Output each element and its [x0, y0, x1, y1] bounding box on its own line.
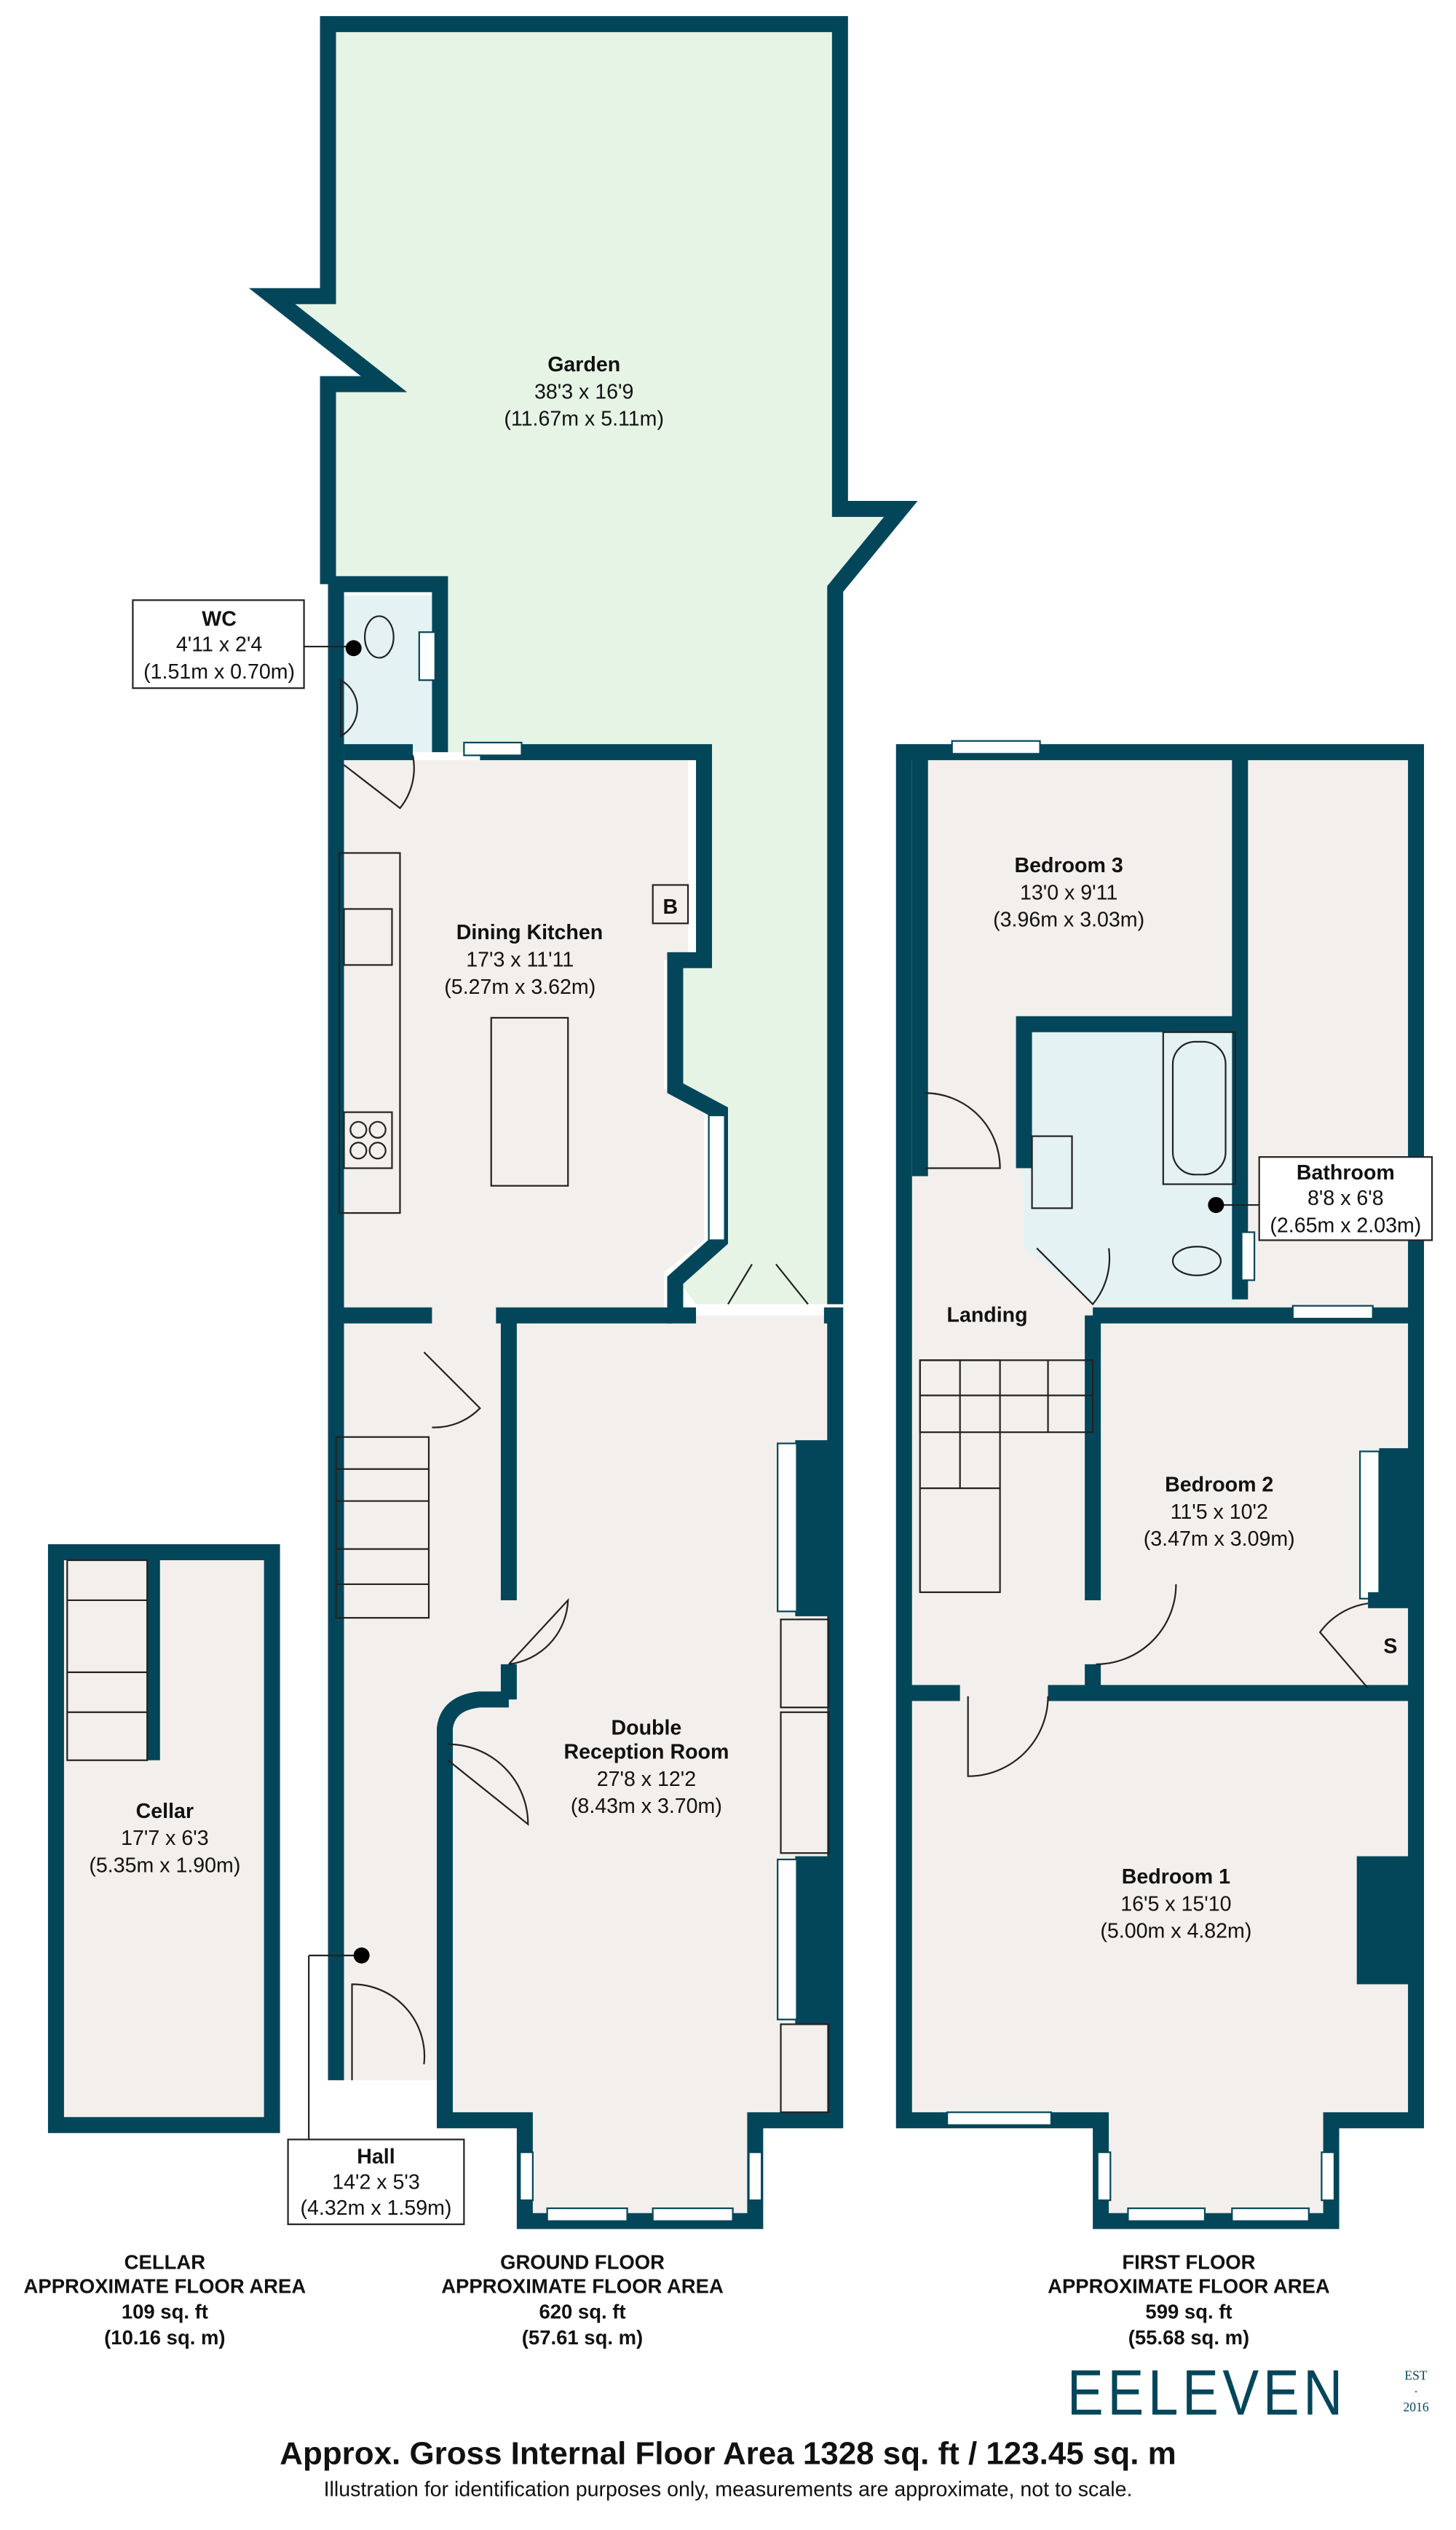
label-bedroom3: Bedroom 3 13'0 x 9'11 (3.96m x 3.03m) — [993, 854, 1144, 932]
room-name: WC — [202, 607, 237, 630]
room-dimensions-imperial: 17'3 x 11'11 — [466, 949, 574, 972]
cellar — [47, 1544, 280, 2133]
svg-text:·: · — [1414, 2384, 1418, 2398]
room-name: Reception Room — [563, 1741, 729, 1764]
room-dimensions-imperial: 38'3 x 16'9 — [534, 380, 633, 403]
room-dimensions-imperial: 11'5 x 10'2 — [1171, 1501, 1268, 1524]
svg-text:APPROXIMATE FLOOR AREA: APPROXIMATE FLOOR AREA — [441, 2275, 724, 2298]
label-bathroom: Bathroom 8'8 x 6'8 (2.65m x 2.03m) — [1258, 1156, 1433, 1241]
room-dimensions-metric: (4.32m x 1.59m) — [301, 2197, 452, 2220]
svg-text:GROUND FLOOR: GROUND FLOOR — [500, 2251, 665, 2274]
room-name: Bathroom — [1297, 1161, 1395, 1185]
first-floor — [895, 740, 1425, 2229]
label-landing: Landing — [947, 1304, 1028, 1327]
room-name: Garden — [547, 353, 620, 376]
svg-text:EST: EST — [1404, 2368, 1428, 2382]
svg-text:2016: 2016 — [1403, 2400, 1428, 2414]
room-name: Hall — [357, 2146, 395, 2169]
svg-text:EELEVEN: EELEVEN — [1067, 2357, 1347, 2429]
room-dimensions-imperial: 4'11 x 2'4 — [176, 633, 262, 657]
room-dimensions-metric: (3.47m x 3.09m) — [1144, 1527, 1295, 1551]
label-garden: Garden 38'3 x 16'9 (11.67m x 5.11m) — [504, 353, 664, 431]
label-bedroom1: Bedroom 1 16'5 x 15'10 (5.00m x 4.82m) — [1100, 1865, 1251, 1943]
storage-label: S — [1383, 1634, 1397, 1658]
room-dimensions-imperial: 16'5 x 15'10 — [1120, 1892, 1231, 1916]
disclaimer: Illustration for identification purposes… — [324, 2478, 1133, 2502]
label-bedroom2: Bedroom 2 11'5 x 10'2 (3.47m x 3.09m) S — [1144, 1473, 1398, 1658]
room-dimensions-metric: (2.65m x 2.03m) — [1270, 1214, 1421, 1237]
room-dimensions-imperial: 17'7 x 6'3 — [121, 1827, 208, 1850]
eeleven-logo: EELEVEN EST · 2016 — [1067, 2357, 1429, 2429]
room-dimensions-imperial: 27'8 x 12'2 — [597, 1768, 696, 1791]
room-name: Dining Kitchen — [456, 921, 604, 944]
floor-area-cellar: CELLAR APPROXIMATE FLOOR AREA 109 sq. ft… — [24, 2251, 306, 2349]
ground-stairs — [335, 1436, 430, 1619]
room-dimensions-imperial: 14'2 x 5'3 — [332, 2171, 419, 2194]
room-dimensions-imperial: 8'8 x 6'8 — [1307, 1187, 1384, 1210]
room-name: Bedroom 1 — [1122, 1865, 1230, 1889]
label-wc: WC 4'11 x 2'4 (1.51m x 0.70m) — [132, 599, 305, 689]
svg-text:(57.61 sq. m): (57.61 sq. m) — [522, 2326, 643, 2349]
gross-area-title: Approx. Gross Internal Floor Area 1328 s… — [280, 2436, 1176, 2472]
label-hall: Hall 14'2 x 5'3 (4.32m x 1.59m) — [287, 2138, 465, 2226]
svg-text:(10.16 sq. m): (10.16 sq. m) — [104, 2326, 225, 2349]
room-dimensions-metric: (3.96m x 3.03m) — [993, 909, 1144, 932]
room-name: Cellar — [136, 1800, 194, 1823]
svg-text:CELLAR: CELLAR — [124, 2251, 206, 2274]
room-dimensions-metric: (5.27m x 3.62m) — [444, 976, 596, 999]
svg-text:(55.68 sq. m): (55.68 sq. m) — [1128, 2326, 1249, 2349]
room-dimensions-metric: (5.35m x 1.90m) — [89, 1854, 240, 1878]
floor-area-first: FIRST FLOOR APPROXIMATE FLOOR AREA 599 s… — [1048, 2251, 1330, 2349]
svg-text:APPROXIMATE FLOOR AREA: APPROXIMATE FLOOR AREA — [1048, 2275, 1330, 2298]
svg-text:FIRST FLOOR: FIRST FLOOR — [1122, 2251, 1255, 2274]
svg-text:109 sq. ft: 109 sq. ft — [122, 2301, 208, 2323]
svg-text:620 sq. ft: 620 sq. ft — [539, 2301, 625, 2323]
label-double-reception: Double Reception Room 27'8 x 12'2 (8.43m… — [563, 1717, 729, 1819]
svg-text:APPROXIMATE FLOOR AREA: APPROXIMATE FLOOR AREA — [24, 2275, 306, 2298]
room-dimensions-metric: (5.00m x 4.82m) — [1100, 1920, 1251, 1943]
svg-text:599 sq. ft: 599 sq. ft — [1145, 2301, 1232, 2323]
boiler-label: B — [663, 896, 678, 919]
label-cellar: Cellar 17'7 x 6'3 (5.35m x 1.90m) — [89, 1800, 240, 1878]
room-dimensions-metric: (1.51m x 0.70m) — [143, 660, 295, 684]
room-name: Bedroom 3 — [1015, 854, 1123, 877]
floor-area-ground: GROUND FLOOR APPROXIMATE FLOOR AREA 620 … — [441, 2251, 724, 2349]
ground-floor — [328, 576, 844, 2229]
room-name: Double — [612, 1717, 682, 1740]
room-dimensions-metric: (11.67m x 5.11m) — [504, 408, 664, 431]
room-dimensions-imperial: 13'0 x 9'11 — [1020, 881, 1117, 904]
label-dining-kitchen: Dining Kitchen 17'3 x 11'11 (5.27m x 3.6… — [444, 896, 678, 999]
room-dimensions-metric: (8.43m x 3.70m) — [571, 1795, 722, 1818]
room-name: Bedroom 2 — [1165, 1473, 1273, 1496]
garden — [248, 16, 918, 1305]
